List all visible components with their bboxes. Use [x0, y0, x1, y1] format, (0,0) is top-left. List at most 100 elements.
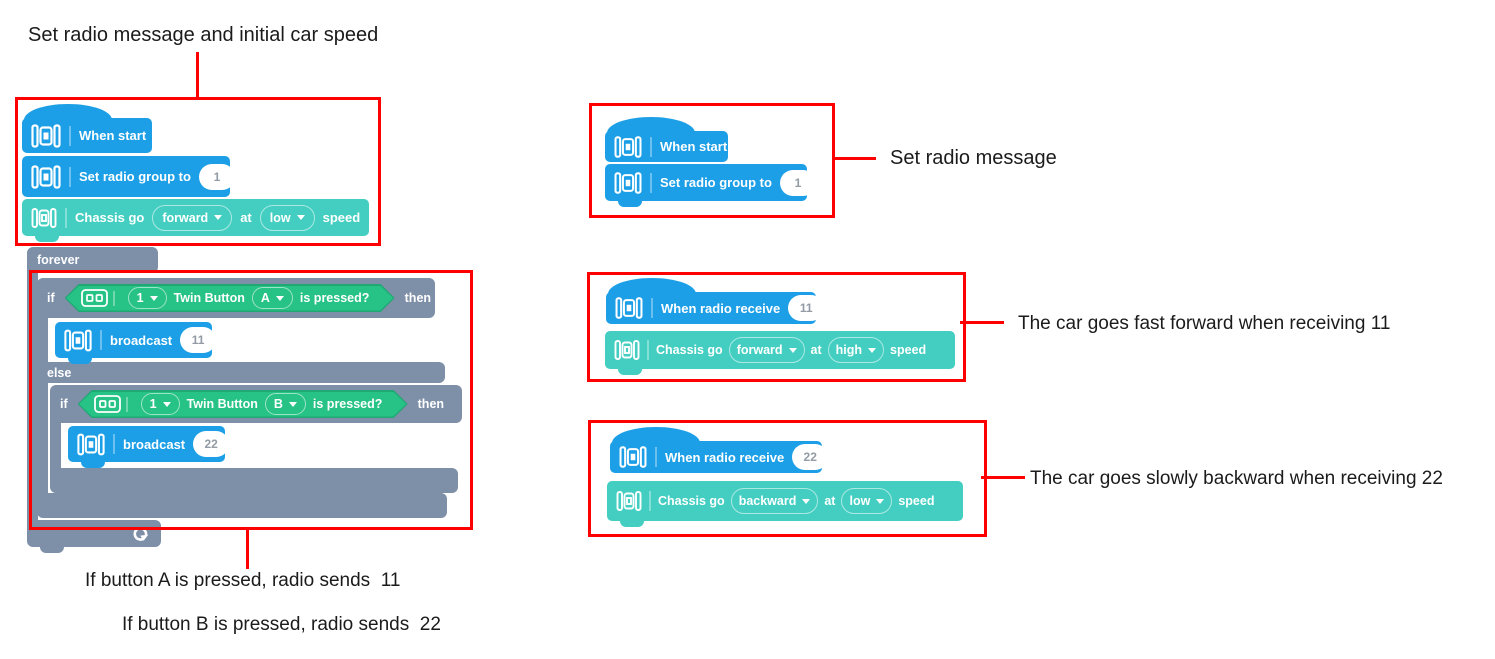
callout-line-radio-setup: [832, 157, 876, 160]
divider: [100, 330, 102, 350]
dropdown-value: 1: [136, 291, 144, 305]
block-label: else: [47, 365, 72, 380]
radio-module-icon: [31, 123, 61, 149]
block-label: broadcast: [123, 436, 186, 452]
dropdown-value: A: [260, 291, 270, 305]
dropdown-value: 1: [149, 397, 157, 411]
direction-dropdown[interactable]: backward: [730, 488, 819, 514]
twin-button-icon: [93, 395, 121, 413]
block-label: speed: [890, 343, 927, 357]
radio-module-icon: [77, 432, 105, 457]
block-chassis-go-forward-high[interactable]: Chassis go forward at high speed: [605, 331, 955, 375]
dropdown-caret-icon: [802, 498, 811, 504]
block-label: then: [417, 397, 445, 411]
callout-line-receive-11: [960, 321, 1004, 324]
block-set-radio-group[interactable]: Set radio group to 1: [22, 156, 235, 197]
dropdown-caret-icon: [788, 347, 797, 353]
broadcast-value-input[interactable]: 11: [180, 327, 217, 353]
chassis-icon: [614, 338, 640, 362]
block-else[interactable]: else: [37, 362, 445, 383]
speed-dropdown[interactable]: low: [259, 204, 315, 231]
divider: [655, 447, 657, 467]
direction-dropdown[interactable]: forward: [152, 204, 233, 231]
divider: [112, 290, 115, 306]
loop-arrow-icon: [132, 526, 149, 541]
if-spine[interactable]: [50, 422, 61, 469]
block-broadcast-11[interactable]: broadcast 11: [55, 322, 217, 364]
direction-dropdown[interactable]: forward: [728, 337, 805, 363]
block-when-start[interactable]: When start: [605, 117, 728, 162]
speed-dropdown[interactable]: low: [841, 488, 893, 514]
block-when-radio-receive-11[interactable]: When radio receive 11: [606, 278, 825, 324]
block-broadcast-22[interactable]: broadcast 22: [68, 426, 230, 468]
divider: [650, 172, 652, 193]
speed-dropdown[interactable]: high: [827, 337, 885, 363]
divider: [125, 396, 128, 412]
block-label: When start: [79, 128, 147, 143]
callout-line-setup: [196, 52, 199, 98]
block-label: if: [47, 291, 55, 305]
dropdown-caret-icon: [149, 295, 158, 301]
block-when-radio-receive-22[interactable]: When radio receive 22: [610, 427, 829, 473]
port-dropdown[interactable]: 1: [127, 287, 167, 309]
receive-value-input[interactable]: 11: [788, 295, 825, 321]
hexagon-fill: [66, 286, 393, 311]
radio-module-icon: [64, 328, 92, 353]
radio-module-icon: [615, 296, 643, 320]
block-label: if: [60, 397, 68, 411]
block-label: Chassis go: [658, 494, 725, 508]
annotation-buttons-line2: If button B is pressed, radio sends 22: [121, 614, 441, 635]
block-label: Chassis go: [656, 343, 723, 357]
port-dropdown[interactable]: 1: [140, 393, 180, 415]
block-forever-top[interactable]: forever: [27, 247, 158, 273]
forever-spine[interactable]: [27, 272, 38, 521]
radio-group-input[interactable]: 1: [198, 163, 235, 190]
block-label: When radio receive: [661, 300, 781, 316]
chassis-icon: [31, 206, 57, 230]
block-twin-button-b-pressed[interactable]: 1 Twin Button B is pressed?: [78, 390, 408, 418]
annotation-buttons: If button A is pressed, radio sends 11 I…: [85, 570, 441, 636]
block-label: forever: [37, 253, 80, 267]
button-dropdown[interactable]: A: [251, 287, 293, 309]
block-chassis-go-backward-low[interactable]: Chassis go backward at low speed: [607, 481, 963, 527]
chassis-icon: [616, 489, 642, 513]
block-if-bottom[interactable]: [50, 468, 458, 493]
block-label: speed: [898, 494, 935, 508]
divider: [65, 207, 67, 228]
divider: [69, 166, 71, 187]
block-if-else-top[interactable]: if 1 Twin Button A: [37, 278, 435, 318]
block-if-else-bottom[interactable]: [37, 493, 447, 518]
annotation-radio-setup: Set radio message: [890, 147, 1057, 169]
dropdown-caret-icon: [296, 215, 305, 220]
radio-group-input[interactable]: 1: [779, 169, 816, 196]
block-when-start[interactable]: When start: [22, 104, 152, 153]
if-else-spine[interactable]: [37, 317, 48, 363]
receive-value-input[interactable]: 22: [792, 444, 829, 470]
block-label: When start: [660, 139, 728, 154]
button-dropdown[interactable]: B: [264, 393, 306, 415]
block-label: at: [810, 343, 822, 357]
annotation-receive-11: The car goes fast forward when receiving…: [1018, 313, 1391, 334]
block-set-radio-group[interactable]: Set radio group to 1: [605, 164, 816, 207]
block-forever-bottom[interactable]: [27, 520, 161, 553]
block-if-top[interactable]: if 1 Twin Button B: [50, 385, 462, 423]
dropdown-value: low: [849, 494, 871, 508]
block-label: speed: [322, 210, 361, 225]
dropdown-caret-icon: [288, 401, 297, 407]
radio-module-icon: [614, 171, 642, 195]
if-else-spine[interactable]: [37, 382, 48, 494]
block-label: is pressed?: [312, 397, 383, 411]
dropdown-caret-icon: [876, 498, 885, 504]
block-label: Twin Button: [173, 291, 245, 305]
block-label: Chassis go: [75, 210, 145, 225]
block-label: When radio receive: [665, 449, 785, 465]
hexagon-fill: [79, 392, 406, 417]
block-label: Set radio group to: [660, 175, 772, 190]
block-chassis-go-forward-low[interactable]: Chassis go forward at low speed: [22, 199, 369, 242]
broadcast-value-input[interactable]: 22: [193, 431, 230, 457]
radio-module-icon: [31, 164, 61, 190]
block-twin-button-a-pressed[interactable]: 1 Twin Button A is pressed?: [65, 284, 395, 312]
dropdown-caret-icon: [868, 347, 877, 353]
annotation-receive-22: The car goes slowly backward when receiv…: [1030, 468, 1443, 489]
